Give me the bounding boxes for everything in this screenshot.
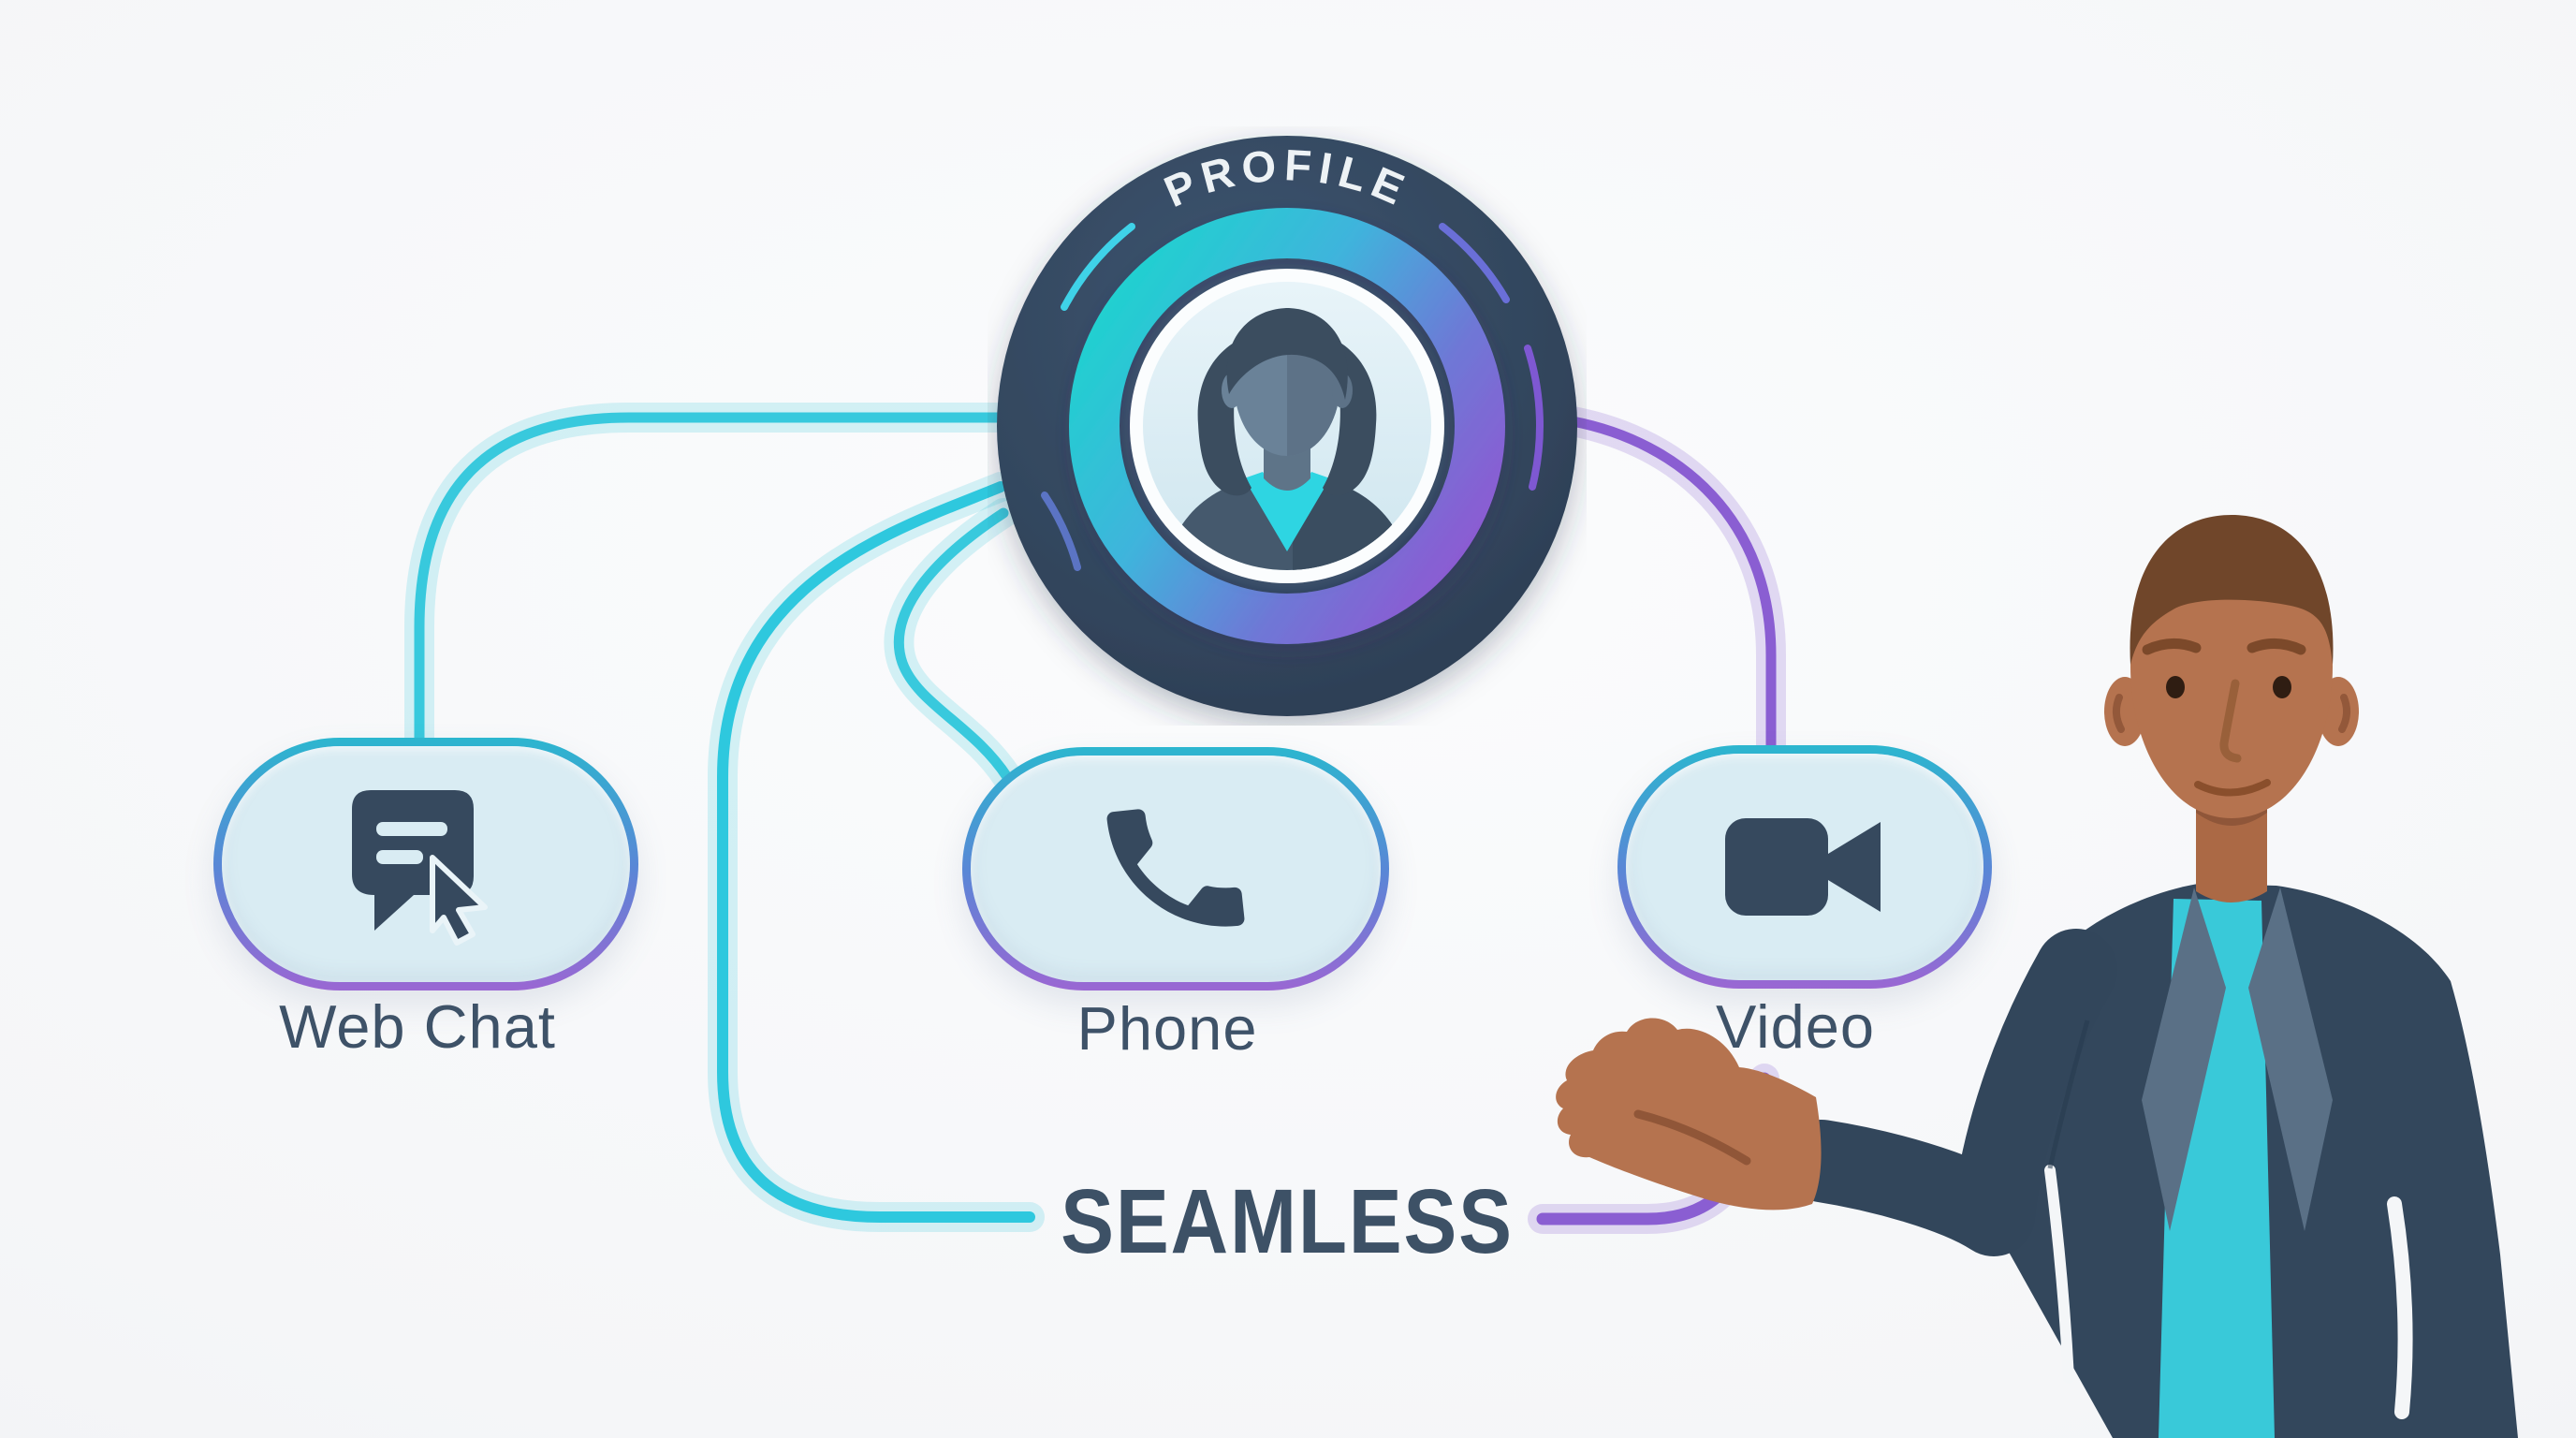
connector-hub-video <box>1567 416 1777 762</box>
man-hair <box>2130 515 2334 665</box>
hub-gradient-ring <box>1069 208 1505 644</box>
man-lapel-right <box>2248 888 2333 1231</box>
man-ear-right-line <box>2338 694 2350 733</box>
node-phone <box>962 747 1389 990</box>
hub-accent-arcs <box>1041 223 1544 571</box>
profile-hub-badge: PROFILE <box>997 136 1577 716</box>
connector-hub-phone <box>893 507 1013 783</box>
man-lapel-left <box>2142 888 2226 1231</box>
node-web-chat <box>213 738 638 990</box>
jacket-slit-right <box>2387 1196 2413 1419</box>
man-palm-crease <box>1633 1109 1751 1166</box>
man-arm <box>1780 929 2117 1256</box>
man-ear-left-line <box>2113 694 2125 733</box>
node-video-label: Video <box>1715 992 1876 1061</box>
man-eye-right <box>2273 676 2291 698</box>
phone-handset-icon <box>1106 809 1245 927</box>
man-eye-left <box>2166 676 2185 698</box>
man-hand <box>1556 1018 1822 1211</box>
man-presenting-illustration <box>1556 515 2518 1438</box>
connector-hub-seamless <box>717 481 1035 1223</box>
chat-bubble-cursor-icon <box>351 789 488 946</box>
seamless-caption: SEAMLESS <box>1061 1170 1514 1272</box>
man-face-features <box>2142 638 2306 797</box>
video-camera-icon <box>1724 818 1881 916</box>
connector-hub-webchat <box>414 412 1015 750</box>
node-phone-label: Phone <box>1076 994 1258 1063</box>
man-arm-seam <box>2047 1020 2090 1169</box>
jacket-slit-left <box>2044 1165 2074 1384</box>
node-web-chat-label: Web Chat <box>279 992 556 1061</box>
node-video <box>1617 745 1992 989</box>
